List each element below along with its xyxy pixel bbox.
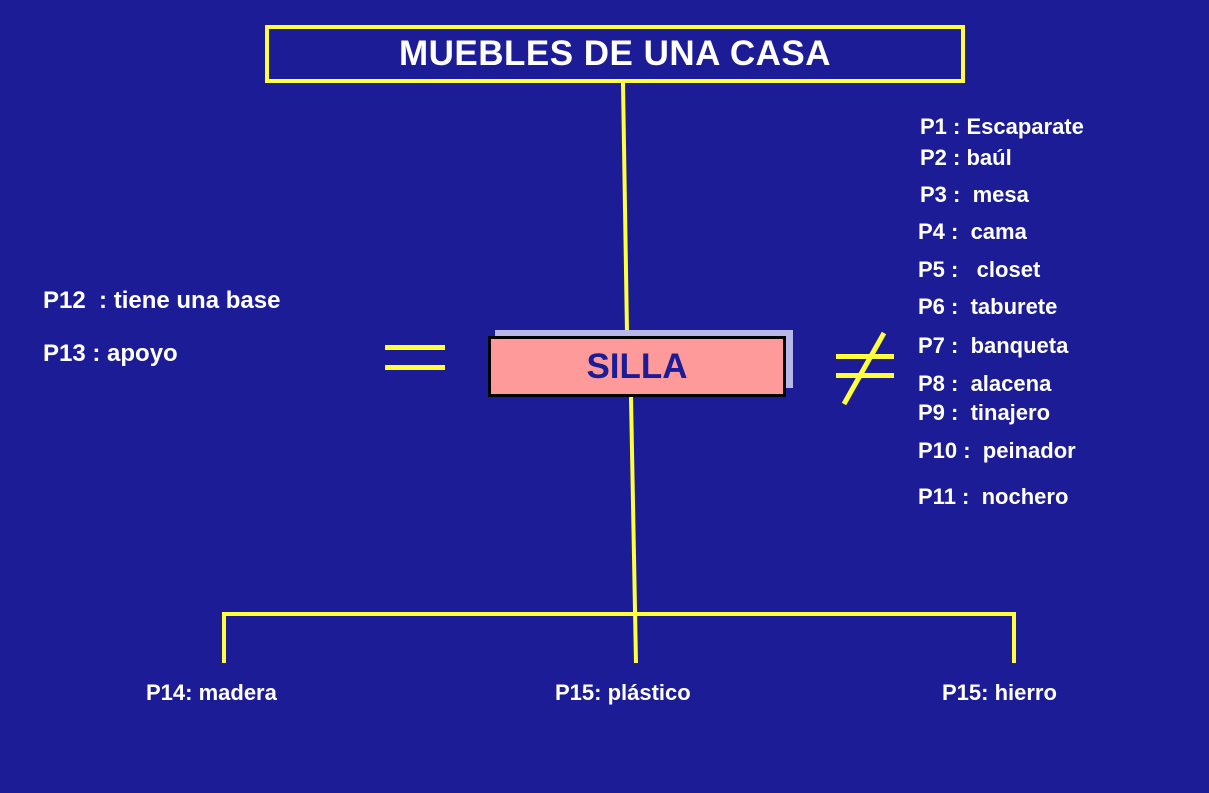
difference-item: P9 : tinajero (918, 400, 1051, 425)
center-concept-box: SILLA (488, 336, 786, 397)
difference-item: P3 : mesa (920, 182, 1029, 207)
difference-item: P8 : alacena (918, 371, 1052, 396)
equal-sign (385, 345, 445, 370)
not-equal-sign (836, 331, 894, 406)
material-item: P14: madera (146, 680, 277, 705)
difference-item: P6 : taburete (918, 294, 1058, 319)
difference-item: P1 : Escaparate (920, 114, 1084, 139)
diagram-title: MUEBLES DE UNA CASA (398, 34, 832, 73)
material-item: P15: plástico (555, 680, 691, 705)
difference-item: P5 : closet (918, 257, 1041, 282)
title-box: MUEBLES DE UNA CASA (265, 25, 965, 83)
center-to-branch-connector (629, 396, 638, 664)
difference-item: P11 : nochero (918, 484, 1069, 509)
difference-item: P2 : baúl (920, 145, 1012, 170)
similarity-item: P12 : tiene una base (43, 287, 281, 314)
title-to-center-connector (621, 82, 629, 334)
material-item: P15: hierro (942, 680, 1057, 705)
difference-item: P7 : banqueta (918, 333, 1069, 358)
difference-item: P4 : cama (918, 219, 1027, 244)
similarity-item: P13 : apoyo (43, 340, 178, 367)
center-concept-label: SILLA (586, 346, 688, 386)
difference-item: P10 : peinador (918, 438, 1076, 463)
